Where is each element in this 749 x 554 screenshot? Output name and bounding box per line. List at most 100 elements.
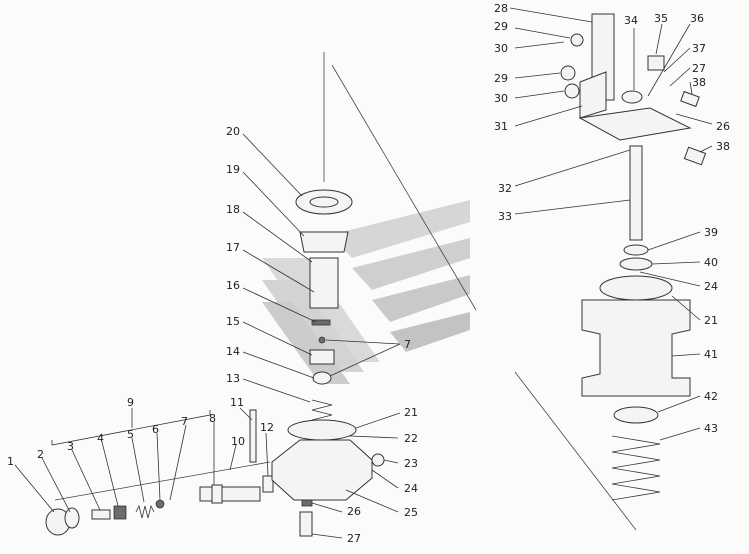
central-assembly <box>271 189 385 537</box>
leader-3 <box>71 449 101 511</box>
callout-18: 18 <box>226 203 240 216</box>
callout-17: 17 <box>226 241 240 254</box>
right-assembly <box>560 13 707 501</box>
leader-21-right <box>671 295 701 321</box>
leader-38-lower <box>699 145 713 153</box>
leader-20 <box>242 133 303 197</box>
callout-8: 8 <box>209 412 216 425</box>
leader-27-center <box>311 533 343 539</box>
callout-40: 40 <box>704 256 718 269</box>
leader-5 <box>131 437 145 503</box>
leader-42 <box>657 395 701 413</box>
callout-38-lower: 38 <box>716 140 730 153</box>
leader-29-lower <box>514 72 561 79</box>
leader-26-right <box>675 113 713 125</box>
leader-17 <box>242 249 315 293</box>
part-32-flange <box>578 107 692 141</box>
part-38-pin-upper <box>680 90 700 108</box>
part-11-pin <box>249 409 257 463</box>
callout-9: 9 <box>127 396 134 409</box>
leader-30-lower <box>514 90 565 99</box>
leader-35 <box>655 23 663 55</box>
callout-10: 10 <box>231 435 245 448</box>
leader-22 <box>349 435 399 439</box>
part-38-pin-lower <box>683 146 707 166</box>
part-2-washer <box>64 507 80 529</box>
leader-41 <box>671 353 701 357</box>
callout-labels: 1 2 3 4 5 6 7 8 9 10 11 12 13 14 15 16 1… <box>7 2 730 545</box>
part-19-nut <box>299 231 349 253</box>
callout-13: 13 <box>226 372 240 385</box>
part-33-shaft <box>629 145 643 241</box>
leader-39 <box>647 231 701 251</box>
callout-19: 19 <box>226 163 240 176</box>
callout-29-upper: 29 <box>494 20 508 33</box>
callout-3: 3 <box>67 440 74 453</box>
callout-32: 32 <box>498 182 512 195</box>
leader-lines <box>14 7 713 539</box>
part-15-cap <box>309 349 335 365</box>
leader-27-right <box>669 67 691 87</box>
leader-37 <box>663 47 691 73</box>
part-39-ring <box>623 244 649 256</box>
part-14-washer <box>312 371 332 385</box>
callout-30-upper: 30 <box>494 42 508 55</box>
part-16-key <box>311 319 331 326</box>
axis-center-diagonal <box>331 64 477 311</box>
watermark-emblem <box>262 200 470 384</box>
watermark-wing-3 <box>372 275 470 322</box>
leader-14 <box>242 351 315 379</box>
part-6-ball <box>155 499 165 509</box>
leader-7-left <box>169 424 187 501</box>
leader-6 <box>156 432 161 501</box>
part-18-sleeve <box>309 257 339 309</box>
leader-16 <box>242 287 317 323</box>
part-4-nut <box>113 505 127 520</box>
leader-40 <box>651 261 701 265</box>
leader-23 <box>383 459 399 464</box>
callout-2: 2 <box>37 448 44 461</box>
callout-28: 28 <box>494 2 508 15</box>
callout-30-lower: 30 <box>494 92 508 105</box>
callout-24-center: 24 <box>404 482 418 495</box>
leader-19 <box>242 171 305 237</box>
leader-13 <box>242 378 311 403</box>
callout-34: 34 <box>624 14 638 27</box>
callout-29-lower: 29 <box>494 72 508 85</box>
callout-39: 39 <box>704 226 718 239</box>
part-20-ring-inner <box>309 196 339 208</box>
callout-15: 15 <box>226 315 240 328</box>
leader-2 <box>41 457 71 513</box>
part-43-spring <box>611 435 661 501</box>
callout-16: 16 <box>226 279 240 292</box>
callout-7-left: 7 <box>181 415 188 428</box>
leader-12 <box>265 432 269 477</box>
part-21-seal-ring <box>287 419 357 441</box>
part-23-clip <box>371 453 385 467</box>
part-41-cylinder <box>581 299 691 397</box>
part-42-washer <box>613 406 659 424</box>
part-7-ball-upper <box>318 336 326 344</box>
callout-5: 5 <box>127 428 134 441</box>
callout-4: 4 <box>97 432 104 445</box>
callout-26-right: 26 <box>716 120 730 133</box>
part-25-housing <box>271 439 373 501</box>
part-27-bolt <box>299 511 313 537</box>
axis-right-diagonal <box>514 371 637 531</box>
part-3-stud <box>91 509 111 520</box>
callout-36: 36 <box>690 12 704 25</box>
part-35-bolt-head <box>647 55 665 71</box>
callout-14: 14 <box>226 345 240 358</box>
leader-4 <box>101 441 119 507</box>
leader-25 <box>345 489 399 513</box>
leader-38-upper <box>689 81 693 95</box>
leader-43 <box>659 427 701 441</box>
callout-12: 12 <box>260 421 274 434</box>
left-part-chain <box>45 409 274 536</box>
callout-25: 25 <box>404 506 418 519</box>
callout-33: 33 <box>498 210 512 223</box>
callout-7-center: 7 <box>404 338 411 351</box>
assembly-axes <box>54 52 637 531</box>
part-21-seal-right <box>599 275 673 301</box>
